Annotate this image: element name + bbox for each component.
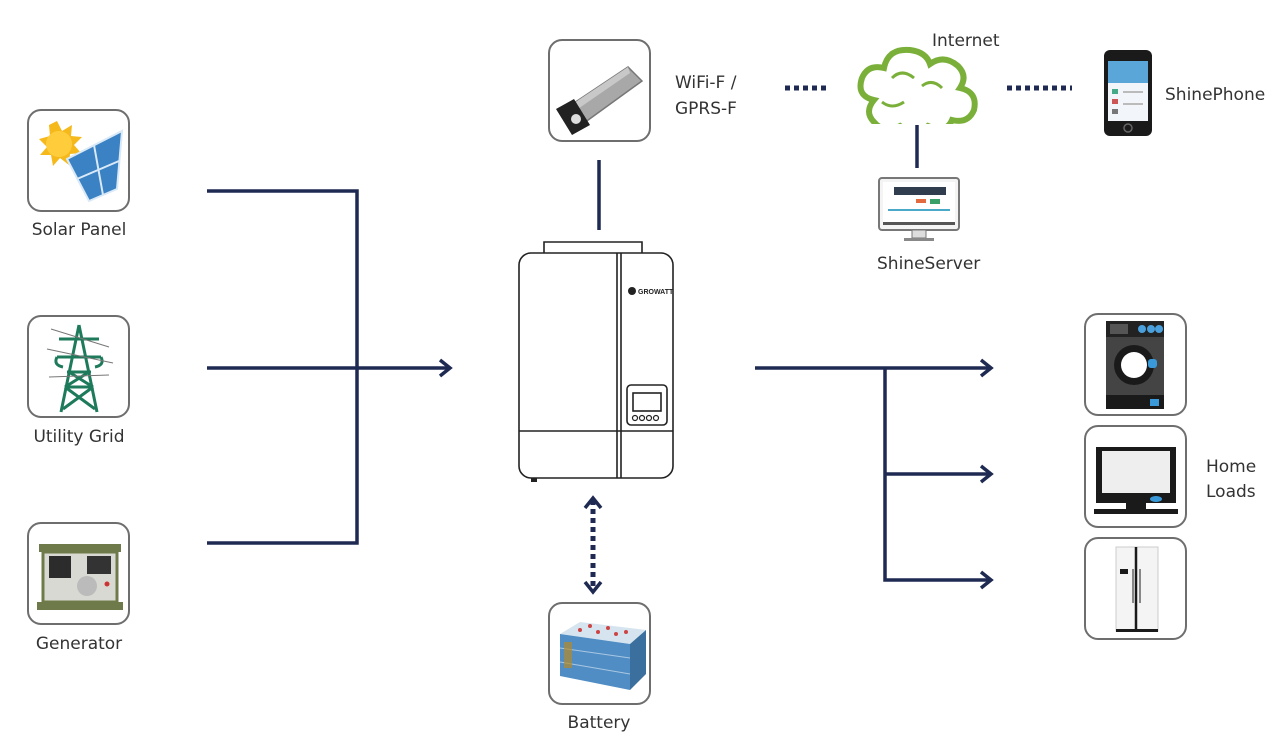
generator-icon — [37, 544, 123, 610]
battery-arrow-up — [583, 495, 603, 510]
generator-label: Generator — [35, 634, 123, 654]
shinephone-label: ShinePhone — [1165, 85, 1266, 105]
wire-load-branch — [883, 368, 990, 582]
battery-icon — [559, 622, 646, 690]
wifi-module-label-line1: WiFi-F / — [675, 73, 737, 93]
washing-machine-icon — [1106, 321, 1164, 409]
wire-load-arrow2 — [979, 464, 994, 484]
wire-load-arrow3 — [979, 570, 994, 590]
solar-panel-node[interactable] — [27, 109, 130, 212]
battery-label: Battery — [567, 713, 631, 733]
inverter-icon[interactable]: GROWATT — [515, 238, 677, 483]
home-loads-label-line2: Loads — [1206, 482, 1256, 502]
wifi-dongle-icon — [556, 66, 644, 135]
wire-grid-arrowhead — [438, 358, 453, 378]
inverter-brand-text: GROWATT — [638, 289, 674, 296]
monitor-icon[interactable] — [878, 177, 962, 245]
solar-panel-icon — [39, 121, 124, 203]
cloud-icon[interactable] — [852, 42, 984, 124]
utility-grid-icon — [46, 324, 114, 413]
wifi-module-label-line2: GPRS-F — [675, 99, 737, 119]
wire-load-arrow1 — [979, 358, 994, 378]
home-loads-label: Home Loads — [1206, 455, 1256, 505]
refrigerator-icon — [1115, 546, 1159, 632]
television-node[interactable] — [1084, 425, 1187, 528]
utility-grid-label: Utility Grid — [33, 427, 125, 447]
utility-grid-node[interactable] — [27, 315, 130, 418]
battery-node[interactable] — [548, 602, 651, 705]
wifi-module-node[interactable] — [548, 39, 651, 142]
wifi-module-label: WiFi-F / GPRS-F — [675, 70, 737, 122]
shineserver-label: ShineServer — [877, 254, 981, 274]
generator-node[interactable] — [27, 522, 130, 625]
refrigerator-node[interactable] — [1084, 537, 1187, 640]
battery-arrow-down — [583, 580, 603, 595]
washing-machine-node[interactable] — [1084, 313, 1187, 416]
smartphone-icon[interactable] — [1103, 49, 1153, 137]
television-icon — [1094, 447, 1178, 514]
internet-label: Internet — [932, 31, 1000, 51]
solar-panel-label: Solar Panel — [31, 220, 127, 240]
home-loads-label-line1: Home — [1206, 457, 1257, 477]
